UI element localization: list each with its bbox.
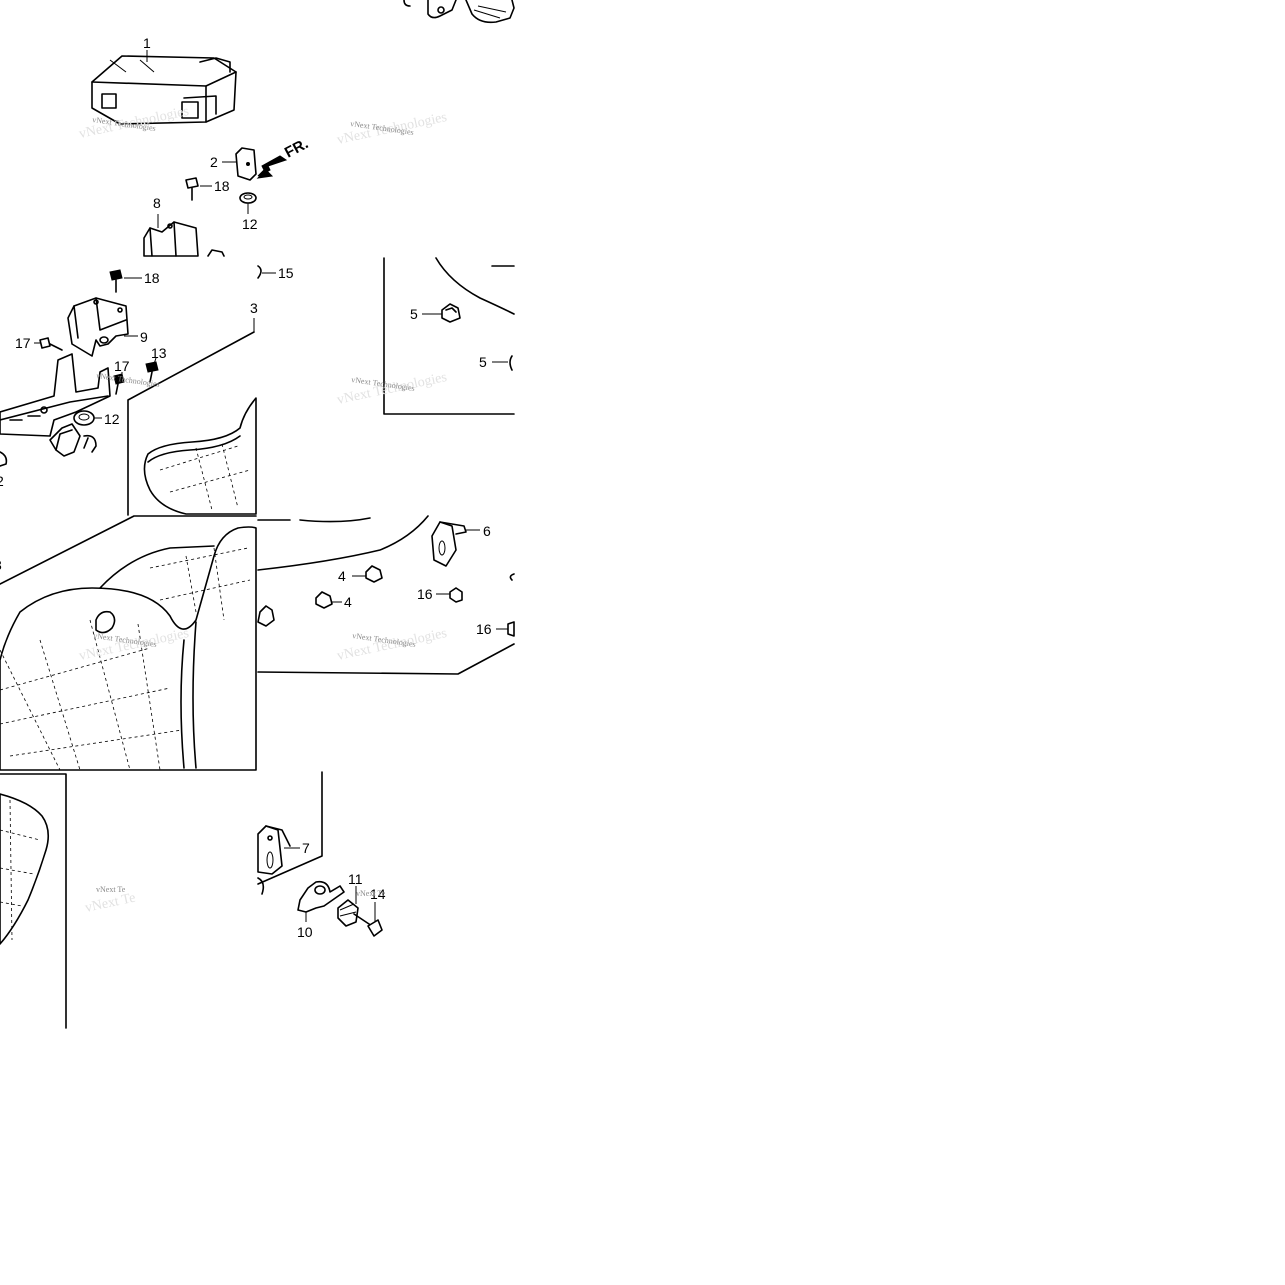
callout-3: 3 — [250, 300, 258, 316]
part-14-bolt — [353, 913, 383, 937]
part-1-control-unit — [91, 55, 237, 125]
callout-15: 15 — [278, 265, 294, 281]
part-9-bracket — [67, 297, 129, 357]
callout-1: 1 — [143, 35, 151, 51]
watermarks: vNext Technologies vNext Technologies vN… — [78, 104, 449, 916]
callout-14: 14 — [370, 886, 386, 902]
part-18-bolt-lower — [109, 269, 123, 293]
watermark-partial: vNext Te — [96, 885, 126, 894]
part-6-bracket — [257, 515, 467, 571]
direction-label: FR. — [282, 135, 311, 161]
part-8-bracket — [143, 221, 225, 257]
callout-5-upper: 5 — [410, 306, 418, 322]
part-7-bracket — [257, 771, 323, 895]
callout-11: 11 — [348, 871, 363, 887]
main-seat-front — [0, 515, 257, 771]
part-10-bracket — [297, 880, 345, 913]
watermark-partial: vNext Te — [84, 891, 137, 916]
part-11-collar — [337, 899, 359, 927]
part-5-panel — [383, 257, 515, 415]
part-4-nuts — [257, 565, 383, 627]
callout-13: 13 — [151, 345, 167, 361]
callout-5-lower: 5 — [479, 354, 487, 370]
callout-17-left: 17 — [15, 335, 31, 351]
callout-2: 2 — [210, 154, 218, 170]
callout-4-lower: 4 — [344, 594, 352, 610]
seat-base-frame — [0, 353, 111, 457]
part-13-screw — [145, 361, 159, 383]
callout-18-lower: 18 — [144, 270, 160, 286]
callout-12-upper: 12 — [242, 216, 258, 232]
callout-7: 7 — [302, 840, 310, 856]
callout-3-cropped: 3 — [0, 557, 2, 573]
callout-12-lower: 12 — [104, 411, 120, 427]
watermark-partial: vNext Te — [356, 889, 386, 898]
callout-8: 8 — [153, 195, 161, 211]
part-18-bolt-upper — [185, 177, 199, 201]
callout-17-right: 17 — [114, 358, 130, 374]
callout-18-upper: 18 — [214, 178, 230, 194]
callout-6: 6 — [483, 523, 491, 539]
part-17-bolt-right — [113, 373, 125, 395]
callout-16-lower: 16 — [476, 621, 492, 637]
part-16-nuts — [449, 573, 515, 637]
callout-16-upper: 16 — [417, 586, 433, 602]
part-2-bracket — [235, 147, 257, 181]
callout-9: 9 — [140, 329, 148, 345]
top-cropped-parts — [403, 0, 515, 24]
front-direction-arrow — [256, 155, 288, 179]
seat-bottom-left — [0, 773, 67, 1029]
part-cropped-left — [0, 451, 8, 467]
part-17-bolt-left — [39, 337, 63, 351]
callout-10: 10 — [297, 924, 313, 940]
part-12-grommet-upper — [239, 192, 257, 204]
part-3-seat-rear — [127, 318, 257, 516]
panel-border-lower — [257, 643, 515, 675]
callout-4-upper: 4 — [338, 568, 346, 584]
part-15-clip — [257, 265, 262, 279]
callout-2-cropped: 2 — [0, 473, 4, 489]
part-12-grommet-lower — [73, 410, 95, 426]
